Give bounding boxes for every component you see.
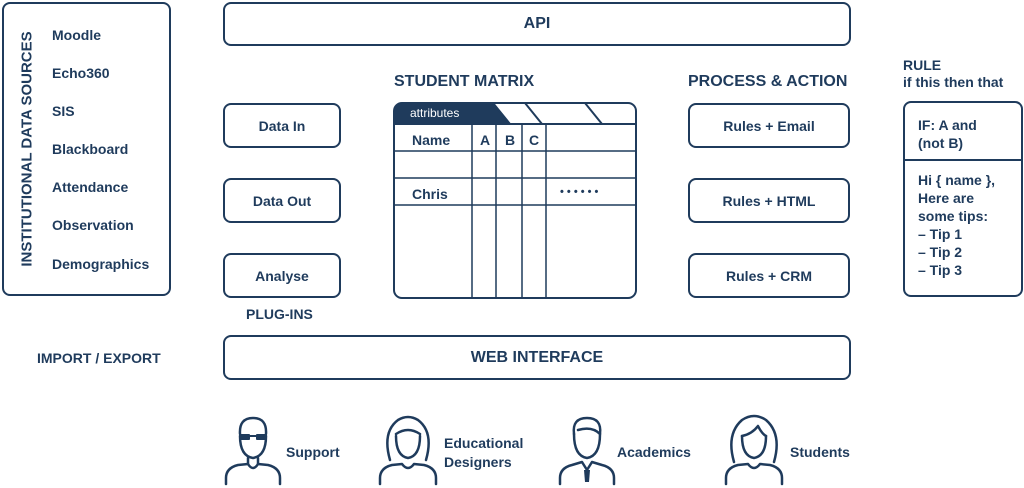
rule-body-line1: Hi { name },	[918, 172, 996, 188]
rule-subtitle: if this then that	[903, 74, 1004, 90]
student-matrix-table	[393, 102, 637, 299]
support-person-icon	[224, 416, 282, 486]
designers-label-line2: Designers	[444, 454, 512, 470]
matrix-ellipsis: • • • • • •	[560, 186, 599, 198]
source-moodle: Moodle	[52, 27, 101, 43]
rules-email-box: Rules + Email	[688, 103, 850, 148]
rule-divider	[903, 159, 1023, 161]
import-export-label: IMPORT / EXPORT	[37, 350, 161, 366]
designer-person-icon	[378, 415, 438, 486]
rule-body-line4: – Tip 1	[918, 226, 963, 242]
data-sources-title: INSTITUTIONAL DATA SOURCES	[18, 31, 36, 267]
rules-crm-box: Rules + CRM	[688, 253, 850, 298]
data-in-box: Data In	[223, 103, 341, 148]
data-sources-panel	[2, 2, 171, 296]
rule-body-line3: some tips:	[918, 208, 989, 224]
analyse-box: Analyse	[223, 253, 341, 298]
student-person-icon	[724, 414, 784, 486]
matrix-col-a: A	[480, 132, 491, 148]
support-label: Support	[286, 444, 340, 460]
source-observation: Observation	[52, 217, 134, 233]
rule-title: RULE	[903, 57, 942, 73]
data-out-box: Data Out	[223, 178, 341, 223]
api-bar: API	[223, 2, 851, 46]
source-blackboard: Blackboard	[52, 141, 129, 157]
source-echo360: Echo360	[52, 65, 110, 81]
rule-condition-line2: (not B)	[918, 135, 964, 151]
source-demographics: Demographics	[52, 256, 150, 272]
academics-label: Academics	[617, 444, 691, 460]
rule-body-line6: – Tip 3	[918, 262, 963, 278]
students-label: Students	[790, 444, 850, 460]
rule-body-line5: – Tip 2	[918, 244, 963, 260]
student-matrix-title: STUDENT MATRIX	[394, 73, 535, 90]
matrix-col-c: C	[529, 132, 540, 148]
designers-label-line1: Educational	[444, 435, 524, 451]
matrix-col-b: B	[505, 132, 516, 148]
rule-card	[903, 101, 1023, 297]
source-attendance: Attendance	[52, 179, 129, 195]
plugins-label: PLUG-INS	[246, 306, 313, 322]
rules-html-box: Rules + HTML	[688, 178, 850, 223]
source-sis: SIS	[52, 103, 75, 119]
academic-person-icon	[558, 416, 616, 486]
rule-condition-line1: IF: A and	[918, 117, 977, 133]
matrix-col-name: Name	[412, 132, 451, 148]
process-action-title: PROCESS & ACTION	[688, 73, 848, 90]
rule-body-line2: Here are	[918, 190, 975, 206]
matrix-tab-label: attributes	[410, 106, 460, 120]
web-interface-bar: WEB INTERFACE	[223, 335, 851, 380]
matrix-row-chris: Chris	[412, 186, 448, 202]
